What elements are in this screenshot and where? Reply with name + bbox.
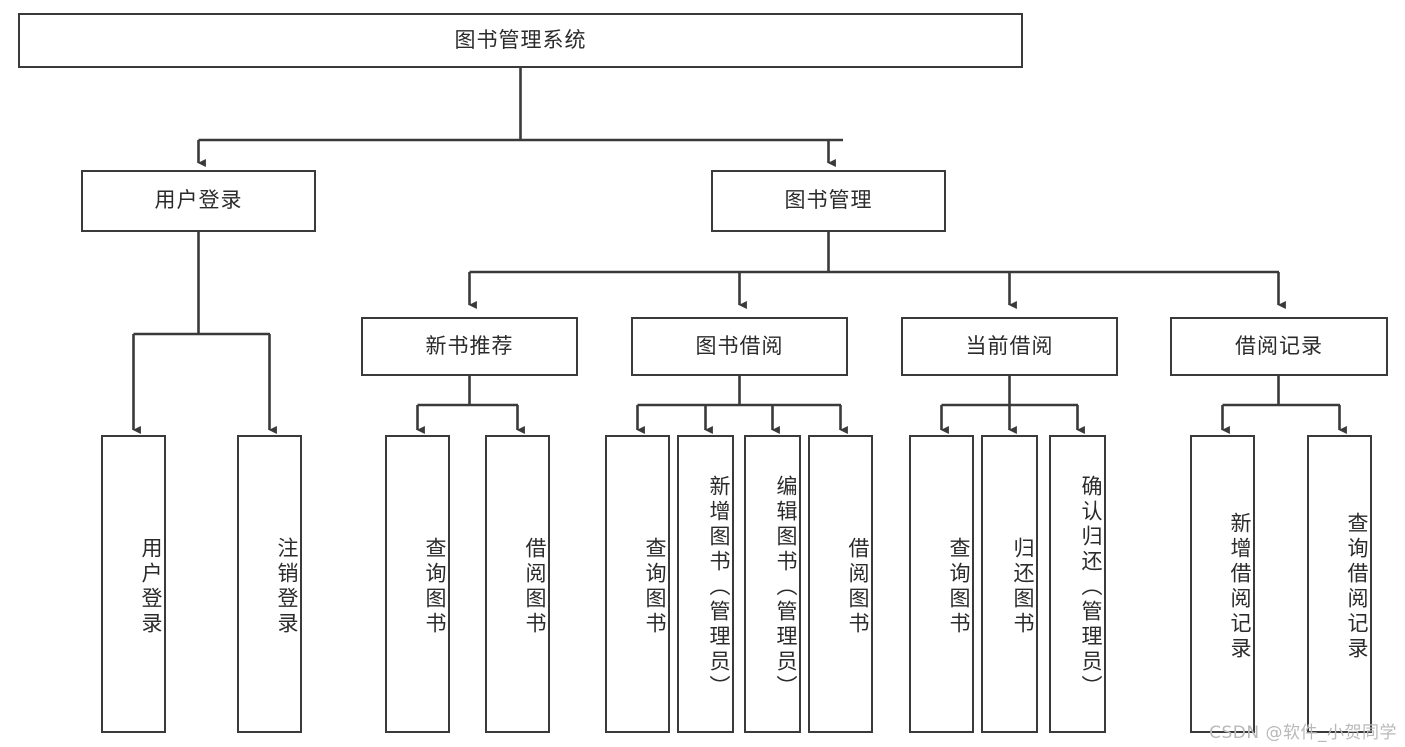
leaf-user-login-login[interactable]: 用户登录 — [101, 435, 166, 733]
node-label: 借阅图书 — [523, 537, 547, 637]
leaf-record-add-borrow-record[interactable]: 新增借阅记录 — [1190, 435, 1255, 733]
leaf-recommend-borrow-book[interactable]: 借阅图书 — [485, 435, 550, 733]
node-label: 查询图书 — [423, 537, 447, 637]
node-label: 确认归还（管理员） — [1079, 474, 1103, 700]
leaf-recommend-query-book[interactable]: 查询图书 — [385, 435, 450, 733]
node-label: 归还图书 — [1011, 537, 1035, 637]
leaf-current-query-book[interactable]: 查询图书 — [909, 435, 974, 733]
node-label: 查询图书 — [947, 537, 971, 637]
node-root-book-management-system[interactable]: 图书管理系统 — [18, 13, 1023, 68]
node-new-book-recommend[interactable]: 新书推荐 — [361, 317, 578, 376]
leaf-borrow-edit-book-admin[interactable]: 编辑图书（管理员） — [744, 435, 801, 733]
node-label: 图书管理 — [784, 188, 873, 213]
node-label: 新增图书（管理员） — [707, 474, 731, 700]
node-label: 借阅记录 — [1235, 333, 1323, 358]
leaf-borrow-add-book-admin[interactable]: 新增图书（管理员） — [677, 435, 734, 733]
node-label: 新书推荐 — [425, 333, 514, 358]
node-current-borrow[interactable]: 当前借阅 — [901, 317, 1118, 376]
node-book-management[interactable]: 图书管理 — [711, 170, 946, 232]
leaf-current-confirm-return-admin[interactable]: 确认归还（管理员） — [1049, 435, 1106, 733]
node-label: 图书管理系统 — [454, 27, 587, 52]
node-label: 新增借阅记录 — [1228, 512, 1252, 662]
leaf-user-login-logout[interactable]: 注销登录 — [237, 435, 302, 733]
node-borrow-record[interactable]: 借阅记录 — [1170, 317, 1388, 376]
node-book-borrow[interactable]: 图书借阅 — [631, 317, 848, 376]
node-label: 当前借阅 — [965, 333, 1054, 358]
leaf-current-return-book[interactable]: 归还图书 — [981, 435, 1038, 733]
node-label: 注销登录 — [275, 537, 299, 637]
node-label: 编辑图书（管理员） — [774, 474, 798, 700]
leaf-record-query-borrow-record[interactable]: 查询借阅记录 — [1307, 435, 1372, 733]
node-user-login[interactable]: 用户登录 — [81, 170, 316, 232]
node-label: 用户登录 — [139, 537, 163, 637]
node-label: 图书借阅 — [695, 333, 784, 358]
node-label: 查询借阅记录 — [1345, 512, 1369, 662]
node-label: 借阅图书 — [846, 537, 870, 637]
leaf-borrow-query-book[interactable]: 查询图书 — [605, 435, 670, 733]
leaf-borrow-borrow-book[interactable]: 借阅图书 — [808, 435, 873, 733]
node-label: 用户登录 — [154, 188, 243, 213]
node-label: 查询图书 — [643, 537, 667, 637]
watermark-text: CSDN @软件_小贺同学 — [1209, 723, 1397, 743]
